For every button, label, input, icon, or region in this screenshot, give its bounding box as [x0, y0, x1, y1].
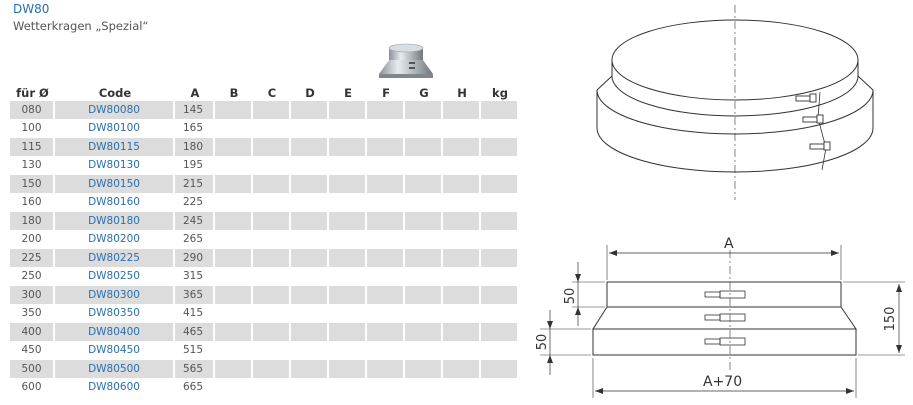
side-view-drawing [540, 245, 905, 398]
cell-code: DW80450 [55, 340, 175, 359]
cell-dia: 350 [10, 303, 55, 322]
cell-a: 315 [175, 266, 215, 285]
dimension-50-left-label: 50 [535, 334, 550, 351]
cell-a: 225 [175, 192, 215, 211]
cell-a: 195 [175, 155, 215, 174]
cell-dia: 115 [10, 137, 55, 156]
col-header-h: H [457, 86, 467, 100]
cell-code: DW80150 [55, 174, 175, 193]
cell-a: 165 [175, 118, 215, 137]
cell-code: DW80100 [55, 118, 175, 137]
cell-a: 665 [175, 377, 215, 396]
cell-a: 365 [175, 285, 215, 304]
cell-dia: 180 [10, 211, 55, 230]
cell-dia: 150 [10, 174, 55, 193]
cell-code: DW80160 [55, 192, 175, 211]
cell-a: 415 [175, 303, 215, 322]
cell-dia: 400 [10, 322, 55, 341]
col-header-g: G [419, 86, 429, 100]
cell-code: DW80600 [55, 377, 175, 396]
cell-code: DW80130 [55, 155, 175, 174]
col-header-e: E [344, 86, 352, 100]
cell-code: DW80200 [55, 229, 175, 248]
cell-dia: 130 [10, 155, 55, 174]
cell-dia: 100 [10, 118, 55, 137]
cell-code: DW80225 [55, 248, 175, 267]
cell-a: 565 [175, 359, 215, 378]
cell-a: 515 [175, 340, 215, 359]
dimension-50-top-label: 50 [563, 288, 578, 305]
cell-code: DW80350 [55, 303, 175, 322]
cell-a: 290 [175, 248, 215, 267]
col-header-d: D [305, 86, 315, 100]
cell-a: 465 [175, 322, 215, 341]
product-code-title: DW80 [13, 2, 50, 16]
cell-dia: 250 [10, 266, 55, 285]
dimension-a-label: A [724, 236, 734, 252]
product-thumbnail-image [379, 43, 433, 78]
isometric-collar-drawing [596, 5, 874, 200]
cell-code: DW80115 [55, 137, 175, 156]
cell-a: 145 [175, 100, 215, 119]
col-header-a: A [190, 86, 200, 100]
col-header-c: C [267, 86, 277, 100]
col-header-dia: für Ø [16, 86, 49, 100]
col-header-f: F [382, 86, 390, 100]
cell-a: 265 [175, 229, 215, 248]
dimension-a70-label: A+70 [703, 374, 742, 390]
cell-a: 245 [175, 211, 215, 230]
cell-code: DW80080 [55, 100, 175, 119]
col-header-kg: kg [492, 86, 508, 100]
cell-dia: 600 [10, 377, 55, 396]
cell-code: DW80250 [55, 266, 175, 285]
cell-dia: 160 [10, 192, 55, 211]
cell-code: DW80500 [55, 359, 175, 378]
cell-dia: 200 [10, 229, 55, 248]
cell-code: DW80180 [55, 211, 175, 230]
col-header-code: Code [98, 86, 132, 100]
product-subtitle: Wetterkragen „Spezial“ [13, 19, 149, 33]
cell-dia: 500 [10, 359, 55, 378]
cell-dia: 225 [10, 248, 55, 267]
cell-dia: 450 [10, 340, 55, 359]
table-header-row: für Ø Code A B C D E F G H kg [10, 83, 519, 100]
cell-a: 180 [175, 137, 215, 156]
cell-code: DW80300 [55, 285, 175, 304]
col-header-b: B [229, 86, 239, 100]
cell-dia: 300 [10, 285, 55, 304]
dimension-150-label: 150 [883, 307, 898, 332]
cell-dia: 080 [10, 100, 55, 119]
cell-a: 215 [175, 174, 215, 193]
cell-code: DW80400 [55, 322, 175, 341]
